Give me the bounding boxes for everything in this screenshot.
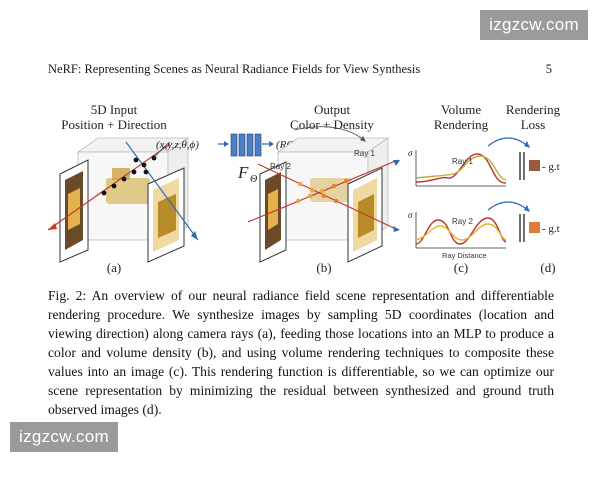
panel-a-heading-1: 5D Input [91,102,138,117]
panel-b-sublabel: (b) [316,260,331,275]
network-label: F [237,163,249,182]
figure-illustration: 5D Input Position + Direction Output Col… [48,102,560,275]
figure-2: 5D Input Position + Direction Output Col… [48,90,560,275]
panel-a-sublabel: (a) [107,260,121,275]
page-number: 5 [545,62,552,76]
watermark-bottom: izgzcw.com [10,422,118,452]
panel-c-ray1-label: Ray 1 [452,157,473,166]
sigma-axis-top: σ [408,148,413,158]
panel-d-sublabel: (d) [540,260,555,275]
sigma-axis-bottom: σ [408,210,413,220]
panel-b-heading-1: Output [314,102,351,117]
input-tuple: (x,y,z,θ,ϕ) [156,139,199,151]
panel-c-plots [415,137,530,249]
watermark-top: izgzcw.com [480,10,588,40]
panel-d-heading-2: Loss [521,117,546,132]
gt-label-top: - g.t. [542,161,560,173]
panel-c-heading-2: Rendering [434,117,489,132]
network-subscript: Θ [250,174,257,185]
running-head: NeRF: Representing Scenes as Neural Radi… [48,62,552,77]
ray-distance-label: Ray Distance [442,251,487,260]
figure-caption: Fig. 2: An overview of our neural radian… [48,288,554,417]
paper-title: NeRF: Representing Scenes as Neural Radi… [48,62,421,76]
panel-d-loss [519,152,540,242]
panel-a-heading-2: Position + Direction [61,117,167,132]
panel-d-heading-1: Rendering [506,102,560,117]
gt-label-bottom: - g.t. [542,223,560,235]
panel-b-scene [247,126,400,263]
panel-c-ray2-label: Ray 2 [452,217,473,226]
panel-b-ray2-label: Ray 2 [270,162,291,171]
panel-a-scene [48,137,199,263]
panel-b-ray1-label: Ray 1 [354,149,375,158]
panel-c-sublabel: (c) [454,260,468,275]
panel-b-heading-2: Color + Density [290,117,374,132]
panel-c-heading-1: Volume [441,102,481,117]
mlp-network-icon [230,133,262,157]
